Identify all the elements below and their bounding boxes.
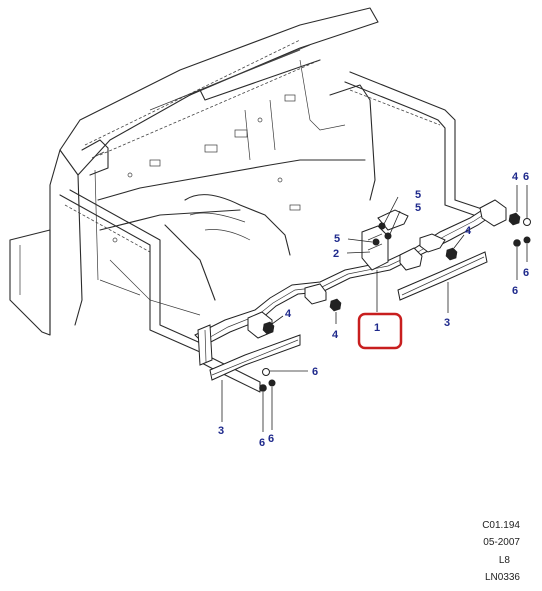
bracket-part-2[interactable] [361,209,409,271]
bulkhead-structure [9,7,379,336]
callout-4-far-right[interactable]: 4 [512,171,519,183]
callout-6-right-low[interactable]: 6 [512,285,518,297]
diagram-code-label: LN0336 [484,572,520,583]
diagram-date-label: 05-2007 [483,537,520,548]
left-chassis-outline [59,189,261,393]
callout-6-right-mid[interactable]: 6 [523,267,529,279]
nut-4-left [262,321,275,335]
callout-4-left[interactable]: 4 [285,308,292,320]
callout-6-upper-right[interactable]: 6 [523,171,529,183]
callout-3-right[interactable]: 3 [444,317,450,329]
fasteners [259,212,531,392]
nut-4-center [329,298,342,312]
callout-6-left-side[interactable]: 6 [312,366,318,378]
diagram-variant-label: L8 [498,555,510,566]
callout-4-center[interactable]: 4 [332,329,339,341]
support-bracket-right[interactable] [397,251,488,301]
callouts: 1 2 3 3 4 4 4 4 5 5 5 6 6 6 6 6 6 [218,171,529,449]
callout-6-bottom-b[interactable]: 6 [268,433,274,445]
right-chassis-outline [344,71,501,221]
nut-4-right [445,247,458,261]
support-bracket-left[interactable] [209,334,301,381]
callout-6-bottom-a[interactable]: 6 [259,437,265,449]
callout-3-left[interactable]: 3 [218,425,224,437]
nut-4-far-right [508,212,521,226]
callout-5-top[interactable]: 5 [415,189,421,201]
panel-holes [112,94,301,243]
callout-5-middle[interactable]: 5 [415,202,421,214]
leader-lines [221,185,528,432]
callout-2[interactable]: 2 [333,248,339,260]
highlight-box-part-1 [357,312,403,350]
callout-4-right[interactable]: 4 [465,225,472,237]
callout-1[interactable]: 1 [374,322,380,334]
callout-5-left[interactable]: 5 [334,233,340,245]
crossmember-part-1[interactable] [194,199,507,366]
diagram-ref-label: C01.194 [482,520,520,531]
